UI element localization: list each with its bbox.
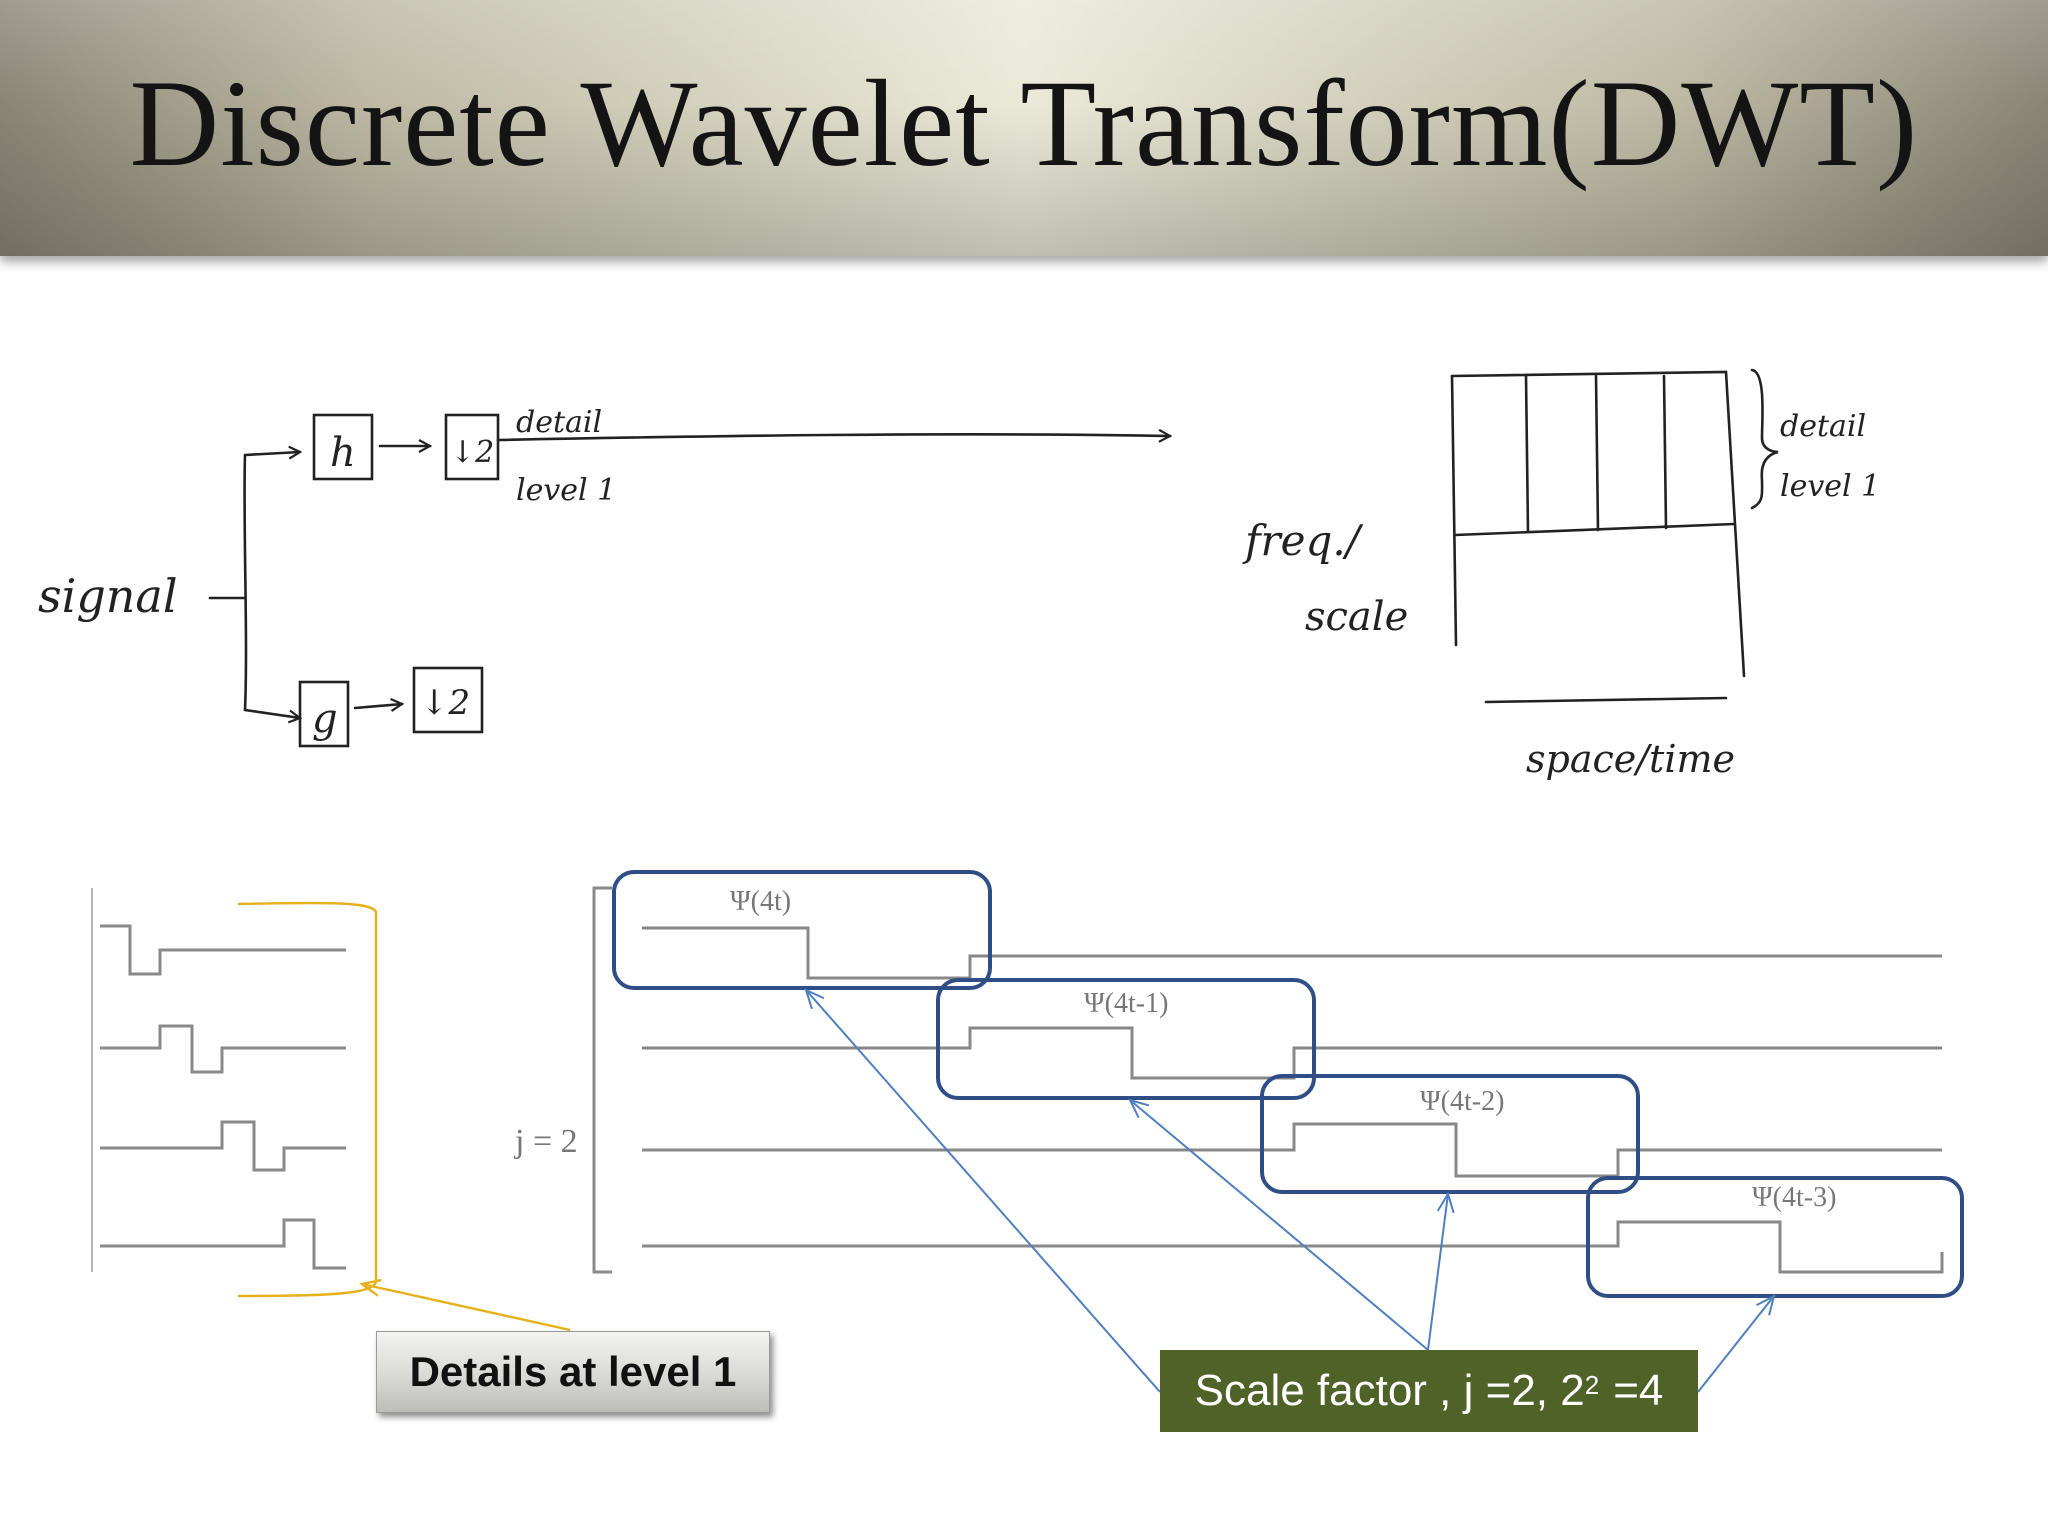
level1-wave-4 xyxy=(100,1218,346,1270)
details-bracket xyxy=(237,901,378,1298)
details-arrow xyxy=(359,1278,571,1332)
tile-div-3 xyxy=(1662,374,1668,530)
wavelet-0 xyxy=(642,926,1942,980)
slide-title: Discrete Wavelet Transform(DWT) xyxy=(129,55,1919,192)
time-axis-line xyxy=(1484,696,1728,704)
highlight-box-0 xyxy=(612,870,992,990)
callout-arrows xyxy=(359,988,1776,1393)
level1-label: level 1 xyxy=(516,473,616,508)
top-branch-arrow xyxy=(243,452,300,455)
tiling-sketch: freq./ scale detail level 1 space/time xyxy=(1242,368,1880,781)
scale-arrow-2 xyxy=(1427,1191,1455,1351)
psi-label-3: Ψ(4t-3) xyxy=(1752,1182,1836,1213)
g-filter-label: g xyxy=(312,696,338,742)
scale-arrow-0 xyxy=(804,988,1161,1393)
level1-wavelet-plot xyxy=(91,888,378,1298)
psi-label-0: Ψ(4t) xyxy=(730,886,791,917)
tile-detail-label: detail xyxy=(1780,409,1866,444)
wavelet-3 xyxy=(642,1220,1944,1274)
tile-mid-line xyxy=(1453,522,1736,537)
scale-callout-suffix: =4 xyxy=(1613,1366,1664,1415)
level1-wave-2 xyxy=(100,1024,346,1074)
j-label: j = 2 xyxy=(514,1123,578,1160)
bottom-branch-arrow xyxy=(243,708,300,718)
detail-output-arrow xyxy=(496,434,1170,440)
freq-label: freq./ xyxy=(1242,516,1364,565)
g-filter-box xyxy=(298,680,350,748)
scale-arrow-1 xyxy=(1128,1098,1429,1351)
split-line xyxy=(243,453,248,712)
h-filter-label: h xyxy=(330,430,356,476)
level1-wave-3 xyxy=(100,1120,346,1172)
signal-label: signal xyxy=(38,569,178,623)
psi-label-2: Ψ(4t-2) xyxy=(1420,1086,1504,1117)
filter-bank-sketch: signal h ↓2 detail level 1 g ↓2 xyxy=(38,405,1170,748)
tile-outer-right xyxy=(1450,370,1746,678)
h-filter-box xyxy=(312,413,374,481)
scale-callout-exponent: 2 xyxy=(1584,1369,1600,1400)
tile-outer-left xyxy=(1450,374,1458,647)
details-callout: Details at level 1 xyxy=(376,1331,770,1413)
top-downsample-box xyxy=(444,413,500,481)
j2-bracket xyxy=(592,886,612,1274)
g-to-down-arrow xyxy=(353,704,402,708)
detail-label: detail xyxy=(516,405,602,440)
tile-brace xyxy=(1750,368,1779,510)
tile-div-2 xyxy=(1594,374,1600,532)
level1-wave-1 xyxy=(100,924,346,976)
top-downsample-label: ↓2 xyxy=(450,435,494,470)
space-time-label: space/time xyxy=(1526,737,1735,781)
tile-div-1 xyxy=(1524,374,1530,534)
bottom-downsample-box xyxy=(412,666,484,734)
highlight-box-1 xyxy=(936,978,1316,1100)
wavelet-1 xyxy=(642,1026,1942,1080)
scale-arrow-3 xyxy=(1697,1294,1776,1393)
wavelet-2 xyxy=(642,1122,1942,1178)
psi-label-1: Ψ(4t-1) xyxy=(1084,988,1168,1019)
title-bar xyxy=(0,0,2048,256)
scale-callout-prefix: Scale factor , j =2, 2 xyxy=(1194,1366,1585,1415)
scale-axis-label: scale xyxy=(1305,594,1408,640)
bottom-downsample-label: ↓2 xyxy=(420,683,470,723)
tile-level-label: level 1 xyxy=(1780,469,1880,504)
j2-wavelet-plot: j = 2 Ψ(4t) Ψ(4t-1) Ψ(4t-2) Ψ(4t-3) xyxy=(514,870,1964,1298)
